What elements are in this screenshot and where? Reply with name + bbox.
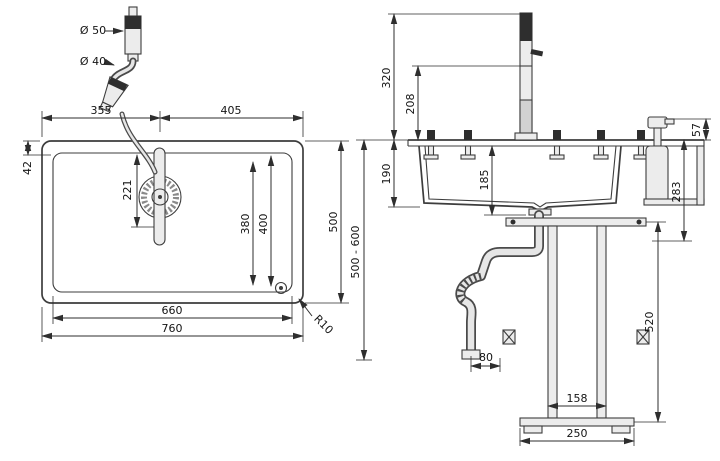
- dim-diameter-50: Ø 50: [80, 24, 106, 37]
- dim-405: 405: [221, 104, 242, 117]
- dim-400: 400: [257, 214, 270, 235]
- dim-221: 221: [121, 180, 134, 201]
- top-view-dimension-lines: [23, 27, 349, 342]
- dim-185: 185: [478, 170, 491, 191]
- side-view-dimension-lines: [356, 13, 711, 446]
- dim-760: 760: [162, 322, 183, 335]
- dim-diameter-40: Ø 40: [80, 55, 106, 68]
- dim-57: 57: [690, 123, 703, 137]
- dim-283: 283: [670, 182, 683, 203]
- dim-320: 320: [380, 68, 393, 89]
- dim-42: 42: [21, 161, 34, 175]
- dim-190: 190: [380, 164, 393, 185]
- faucet-side-view: [514, 12, 544, 141]
- mounting-stand: [502, 217, 650, 434]
- dim-250: 250: [567, 427, 588, 440]
- faucet-hole-top-view: [138, 147, 182, 246]
- dim-80: 80: [479, 351, 493, 364]
- dim-660: 660: [162, 304, 183, 317]
- dim-208: 208: [404, 94, 417, 115]
- faucet-top-overlay: [99, 6, 158, 175]
- sink-top-view-outline: [41, 140, 304, 304]
- dim-520: 520: [643, 312, 656, 333]
- dim-355: 355: [91, 104, 112, 117]
- mounting-clamps: [423, 130, 649, 160]
- dim-radius-10: R10: [311, 312, 335, 336]
- soap-dispenser-side-view: [643, 116, 705, 206]
- dim-380: 380: [239, 214, 252, 235]
- dim-158: 158: [567, 392, 588, 405]
- dim-height-range: 500 - 600: [349, 226, 362, 279]
- dim-500: 500: [327, 212, 340, 233]
- drain-trap: [455, 210, 544, 360]
